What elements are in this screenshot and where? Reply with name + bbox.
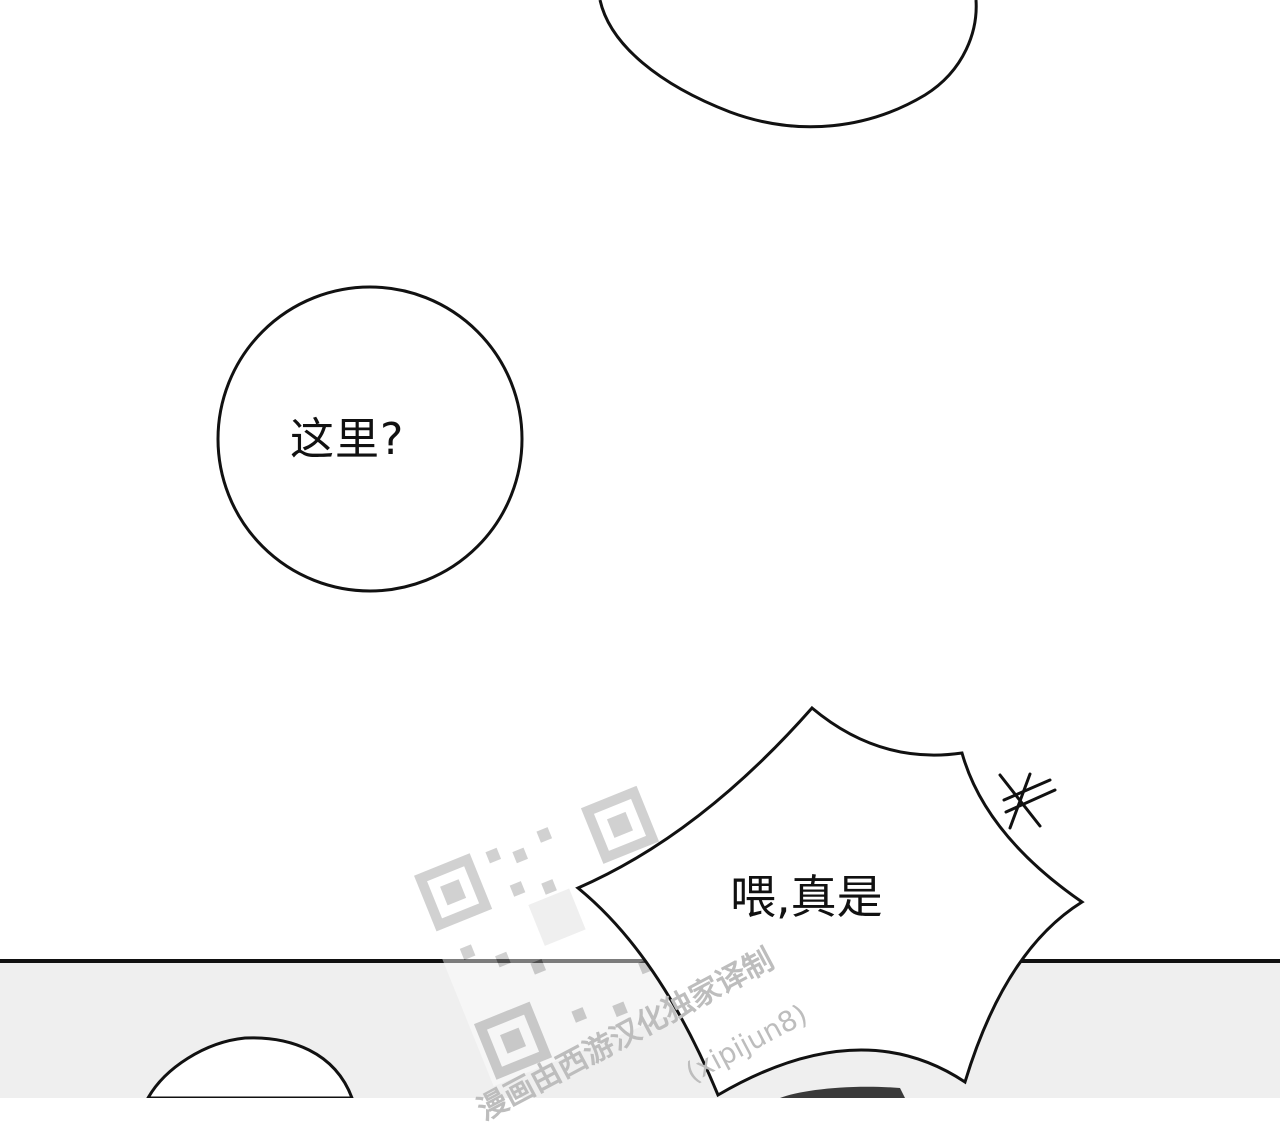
speech-bubble-top bbox=[598, 0, 978, 129]
speech-bubble-bottom bbox=[146, 1036, 354, 1098]
speech-bubble-left bbox=[216, 285, 524, 593]
speech-text-right: 喂,真是 bbox=[730, 870, 883, 924]
irritation-mark-icon bbox=[998, 772, 1057, 830]
speech-bubble-spiky bbox=[575, 705, 1085, 1098]
comic-panel-top bbox=[0, 0, 1280, 962]
panel-divider bbox=[0, 959, 1280, 963]
comic-artwork bbox=[146, 0, 1085, 1098]
speech-text-left: 这里? bbox=[290, 414, 405, 465]
dark-object-shape bbox=[780, 1086, 905, 1098]
